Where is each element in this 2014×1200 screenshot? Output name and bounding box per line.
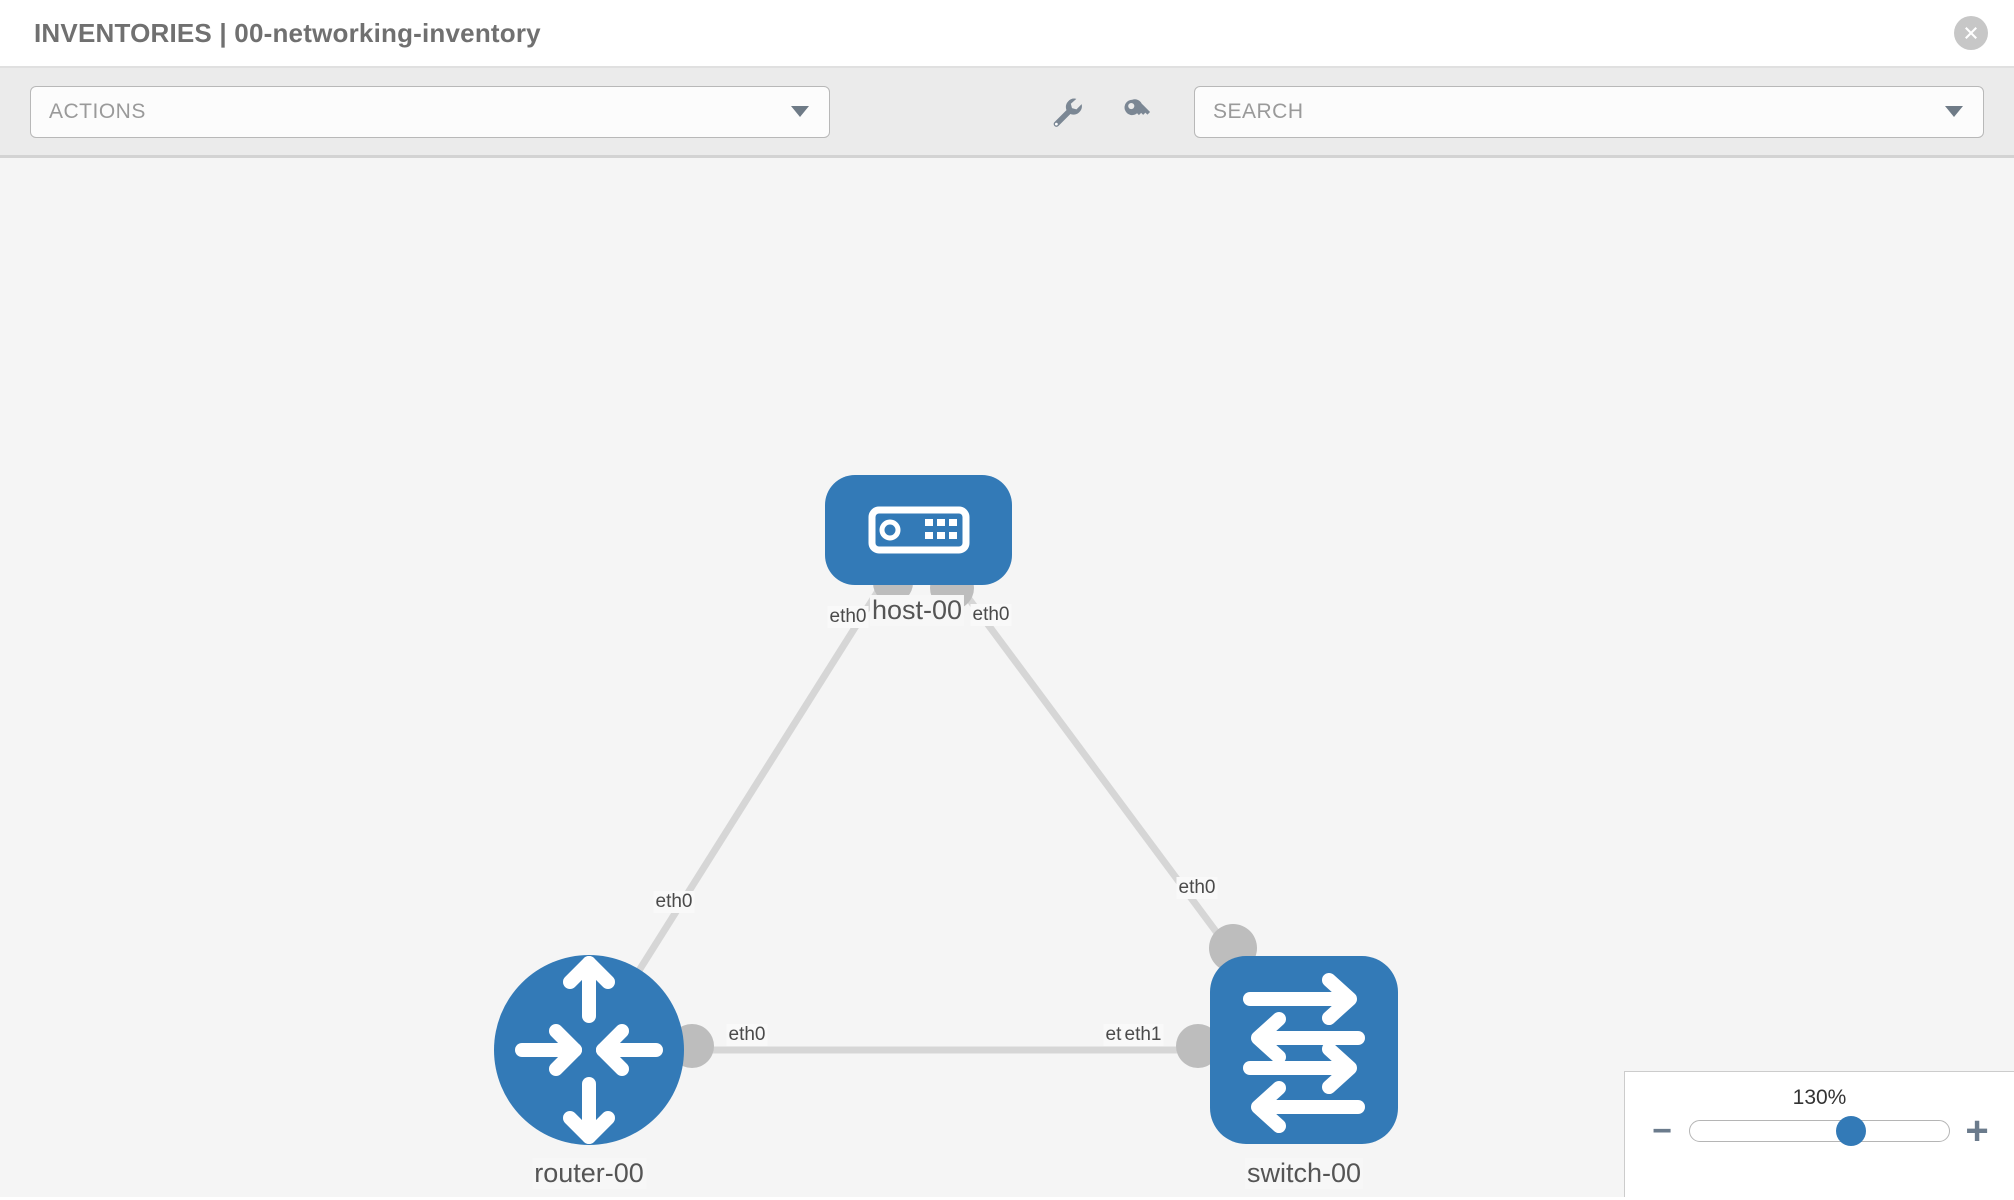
topology-graph <box>494 475 1398 1145</box>
zoom-control-panel: 130% − + <box>1624 1071 2014 1197</box>
iface-label: eth1 <box>1122 1024 1164 1046</box>
page-title: INVENTORIES | 00-networking-inventory <box>34 17 541 48</box>
iface-label: eth0 <box>1176 877 1218 899</box>
iface-label: eth0 <box>726 1024 768 1046</box>
zoom-slider[interactable] <box>1689 1116 1950 1146</box>
switch-icon <box>1243 973 1365 1133</box>
key-icon[interactable] <box>1120 95 1154 129</box>
iface-label: eth0 <box>970 604 1012 626</box>
server-icon <box>868 506 970 554</box>
node-router-00[interactable] <box>494 955 684 1145</box>
search-placeholder: SEARCH <box>1213 99 1304 123</box>
zoom-slider-thumb[interactable] <box>1835 1116 1866 1146</box>
actions-dropdown[interactable]: ACTIONS <box>30 85 830 138</box>
node-label-host-00: host-00 <box>869 595 965 626</box>
node-switch-00[interactable] <box>1210 956 1398 1144</box>
page-header: INVENTORIES | 00-networking-inventory <box>0 0 2014 68</box>
node-host-00[interactable] <box>825 475 1012 585</box>
toolbar-icon-group <box>1050 95 1154 129</box>
chevron-down-icon <box>1945 106 1963 117</box>
node-label-router-00: router-00 <box>532 1158 646 1189</box>
iface-connector-switch00-eth1[interactable] <box>1176 1024 1220 1068</box>
search-input[interactable]: SEARCH <box>1194 85 1984 138</box>
actions-dropdown-label: ACTIONS <box>49 99 146 123</box>
wrench-icon[interactable] <box>1050 95 1084 129</box>
topology-canvas[interactable]: eth0 eth0 eth0 eth0 eth0 eth0 eth1 host-… <box>0 158 2014 1197</box>
zoom-level-value: 130% <box>1792 1086 1847 1109</box>
zoom-out-button[interactable]: − <box>1652 1112 1672 1150</box>
zoom-in-button[interactable]: + <box>1965 1109 1989 1153</box>
close-button[interactable] <box>1954 16 1988 50</box>
toolbar: ACTIONS SEARCH <box>0 68 2014 158</box>
chevron-down-icon <box>791 106 809 117</box>
iface-label: eth0 <box>653 891 695 913</box>
iface-label: eth0 <box>827 606 869 628</box>
node-label-switch-00: switch-00 <box>1244 1158 1364 1189</box>
router-icon <box>515 956 663 1144</box>
close-icon <box>1965 27 1977 39</box>
interface-connectors <box>670 563 1257 1068</box>
